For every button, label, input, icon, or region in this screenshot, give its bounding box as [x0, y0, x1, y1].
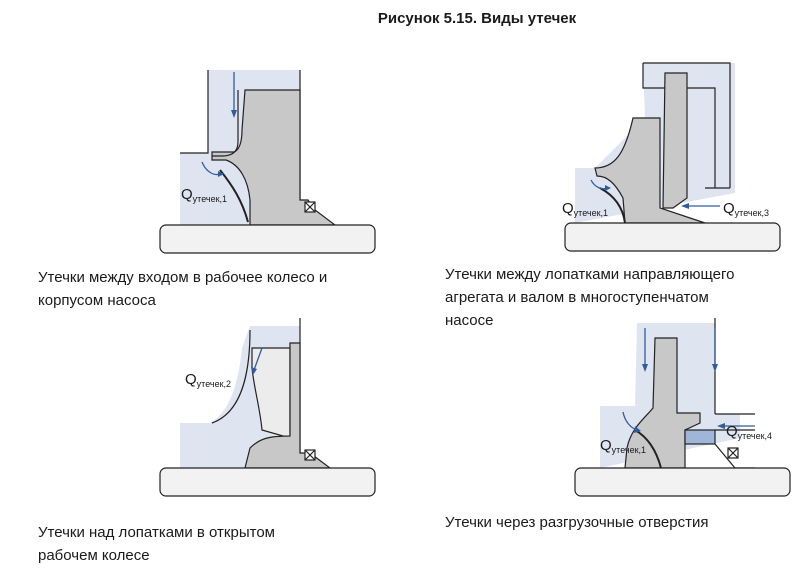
diagram-inlet-leakage	[159, 70, 376, 254]
caption-multistage-leakage: Утечки между лопатками направляющего агр…	[445, 263, 734, 332]
diagram-relief-holes-leakage	[574, 318, 791, 497]
figure-title: Рисунок 5.15. Виды утечек	[377, 10, 577, 27]
caption-open-impeller-leakage: Утечки над лопатками в открытом рабочем …	[38, 521, 275, 567]
caption-line: корпусом насоса	[38, 292, 156, 309]
shaft	[564, 222, 781, 252]
flow-arrows	[251, 347, 263, 375]
caption-inlet-leakage: Утечки между входом в рабочее колесо и к…	[38, 266, 327, 312]
leakage-label-2: Qутечек,2	[185, 371, 232, 389]
diagram-multistage-leakage	[564, 62, 781, 252]
relief-hole	[684, 429, 716, 445]
flow-arrows	[201, 72, 237, 177]
diffuser	[662, 72, 688, 209]
caption-relief-holes-leakage: Утечки через разгрузочные отверстия	[445, 511, 708, 534]
flow-arrows	[622, 328, 755, 433]
caption-line: Утечки через разгрузочные отверстия	[445, 514, 709, 531]
caption-line: Утечки между входом в рабочее колесо и	[38, 269, 328, 286]
leakage-label-3: Qутечек,3	[723, 200, 770, 218]
caption-line: агрегата и валом в многоступенчатом	[445, 289, 709, 306]
shaft	[159, 224, 376, 254]
shaft	[159, 467, 376, 497]
caption-line: рабочем колесе	[38, 547, 150, 564]
diagram-open-impeller-leakage	[159, 318, 376, 497]
leakage-label-1: Qутечек,1	[562, 200, 609, 218]
caption-line: Утечки над лопатками в открытом	[38, 524, 275, 541]
caption-line: Утечки между лопатками направляющего	[445, 266, 735, 283]
leakage-label-4: Qутечек,4	[726, 423, 773, 441]
leakage-label-1: Qутечек,1	[181, 186, 228, 204]
impeller	[594, 117, 706, 224]
flow-arrows	[590, 179, 720, 209]
caption-line: насосе	[445, 312, 494, 329]
leakage-label-1: Qутечек,1	[600, 437, 647, 455]
shaft	[574, 467, 791, 497]
